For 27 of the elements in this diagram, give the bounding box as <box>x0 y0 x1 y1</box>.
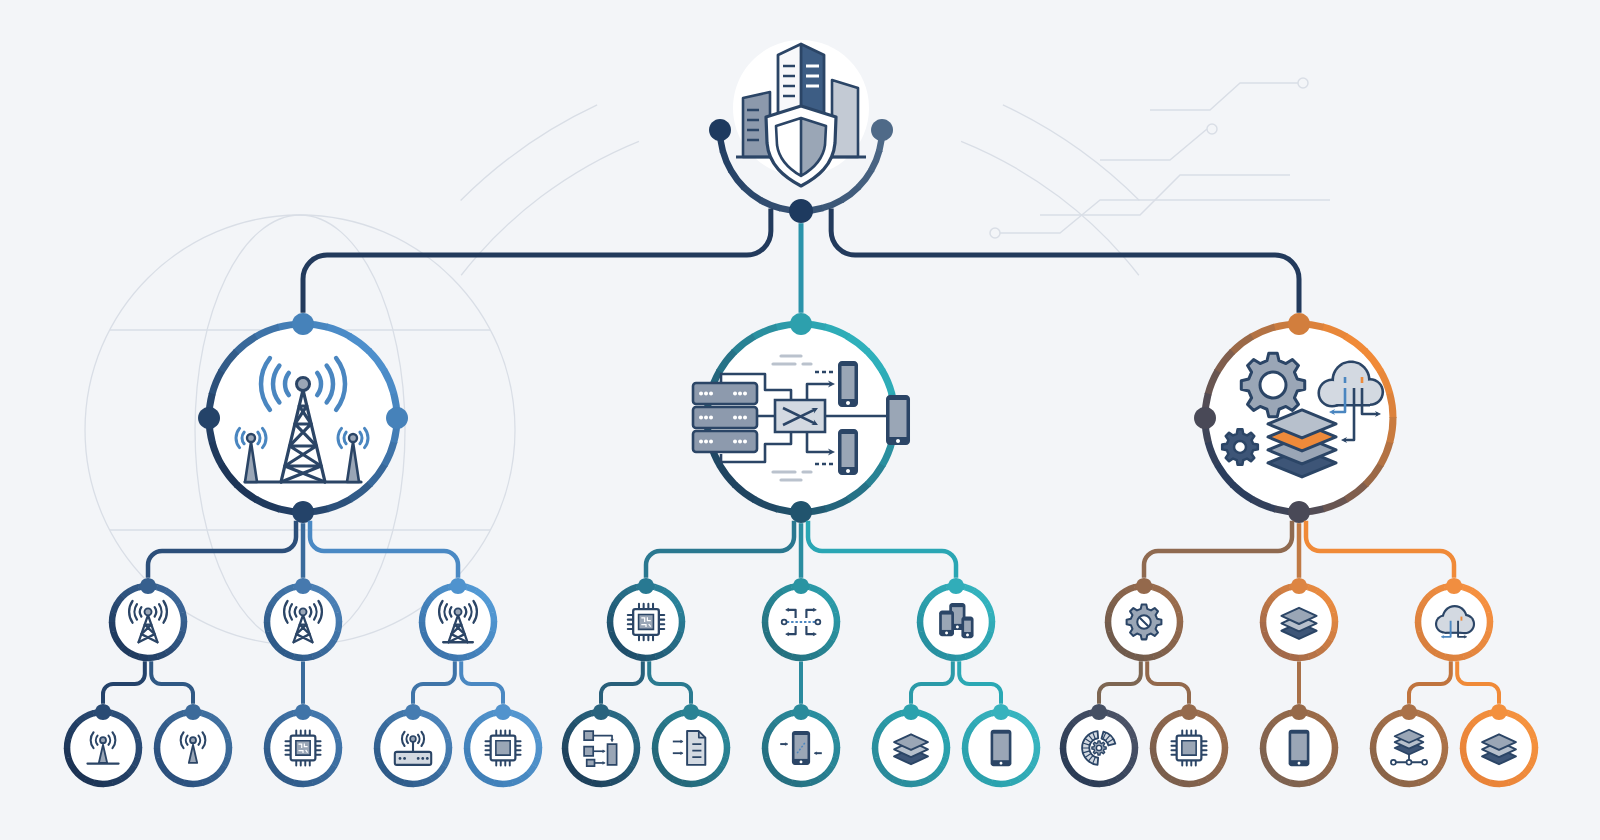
connector-line <box>307 520 461 578</box>
connector-line <box>1296 523 1302 578</box>
connector-line <box>1297 661 1301 704</box>
circle-node <box>108 578 188 662</box>
connector-line <box>300 523 306 578</box>
circle-node <box>153 704 233 788</box>
connector-line <box>599 661 645 704</box>
connector-line <box>798 223 804 313</box>
connector-line <box>300 208 774 313</box>
connector-line <box>459 661 505 704</box>
circle-node <box>263 578 343 662</box>
circle-node <box>63 704 143 788</box>
connector-line <box>301 661 305 704</box>
connector-line <box>798 523 804 578</box>
connector-line <box>1145 661 1191 704</box>
connector-line <box>647 661 693 704</box>
circle-node <box>418 578 498 662</box>
connector-line <box>799 661 803 704</box>
connector-line <box>145 520 299 578</box>
building-shield-picture <box>709 40 893 223</box>
circle-node <box>761 578 841 662</box>
connector-line <box>828 208 1302 313</box>
connector-line <box>101 661 147 704</box>
connector-line <box>1097 661 1143 704</box>
connector-line <box>411 661 457 704</box>
connector-line <box>643 520 797 578</box>
connector-line <box>149 661 195 704</box>
